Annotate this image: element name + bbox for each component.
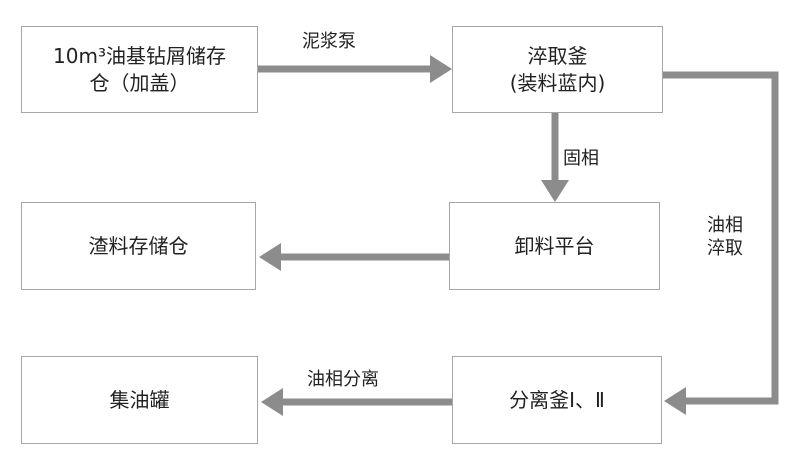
- arrow-oil-separation-head: [261, 388, 283, 416]
- node-oiltank: 集油罐: [21, 356, 258, 444]
- arrow-oil-extraction-shaft: [663, 71, 779, 405]
- node-oiltank-label: 集油罐: [109, 387, 170, 412]
- node-slag-label: 渣料存储仓: [88, 233, 189, 258]
- arrow-unload-to-slag-head: [259, 243, 281, 271]
- edge-label-oil-separation: 油相分离: [307, 369, 379, 390]
- node-storage: 10m³油基钻屑储存 仓（加盖）: [21, 26, 258, 113]
- node-unloading: 卸料平台: [449, 202, 660, 290]
- connectors: [258, 55, 779, 416]
- edge-label-mud-pump: 泥浆泵: [302, 31, 356, 52]
- node-separator: 分离釜Ⅰ、Ⅱ: [452, 356, 662, 444]
- node-extraction: 淬取釜 (装料蓝内): [452, 26, 663, 113]
- node-storage-label: 10m³油基钻屑储存 仓（加盖）: [53, 43, 226, 95]
- arrow-mud-pump-head: [430, 55, 452, 83]
- node-slag: 渣料存储仓: [21, 202, 256, 290]
- arrow-oil-extraction-head: [664, 387, 686, 415]
- node-extraction-label: 淬取釜 (装料蓝内): [509, 43, 606, 95]
- arrow-solid-phase-head: [541, 180, 569, 202]
- node-separator-label: 分离釜Ⅰ、Ⅱ: [509, 387, 605, 412]
- node-unloading-label: 卸料平台: [514, 233, 595, 258]
- edge-label-solid-phase: 固相: [563, 148, 599, 169]
- edge-label-oil-extraction: 油相 淬取: [707, 215, 743, 260]
